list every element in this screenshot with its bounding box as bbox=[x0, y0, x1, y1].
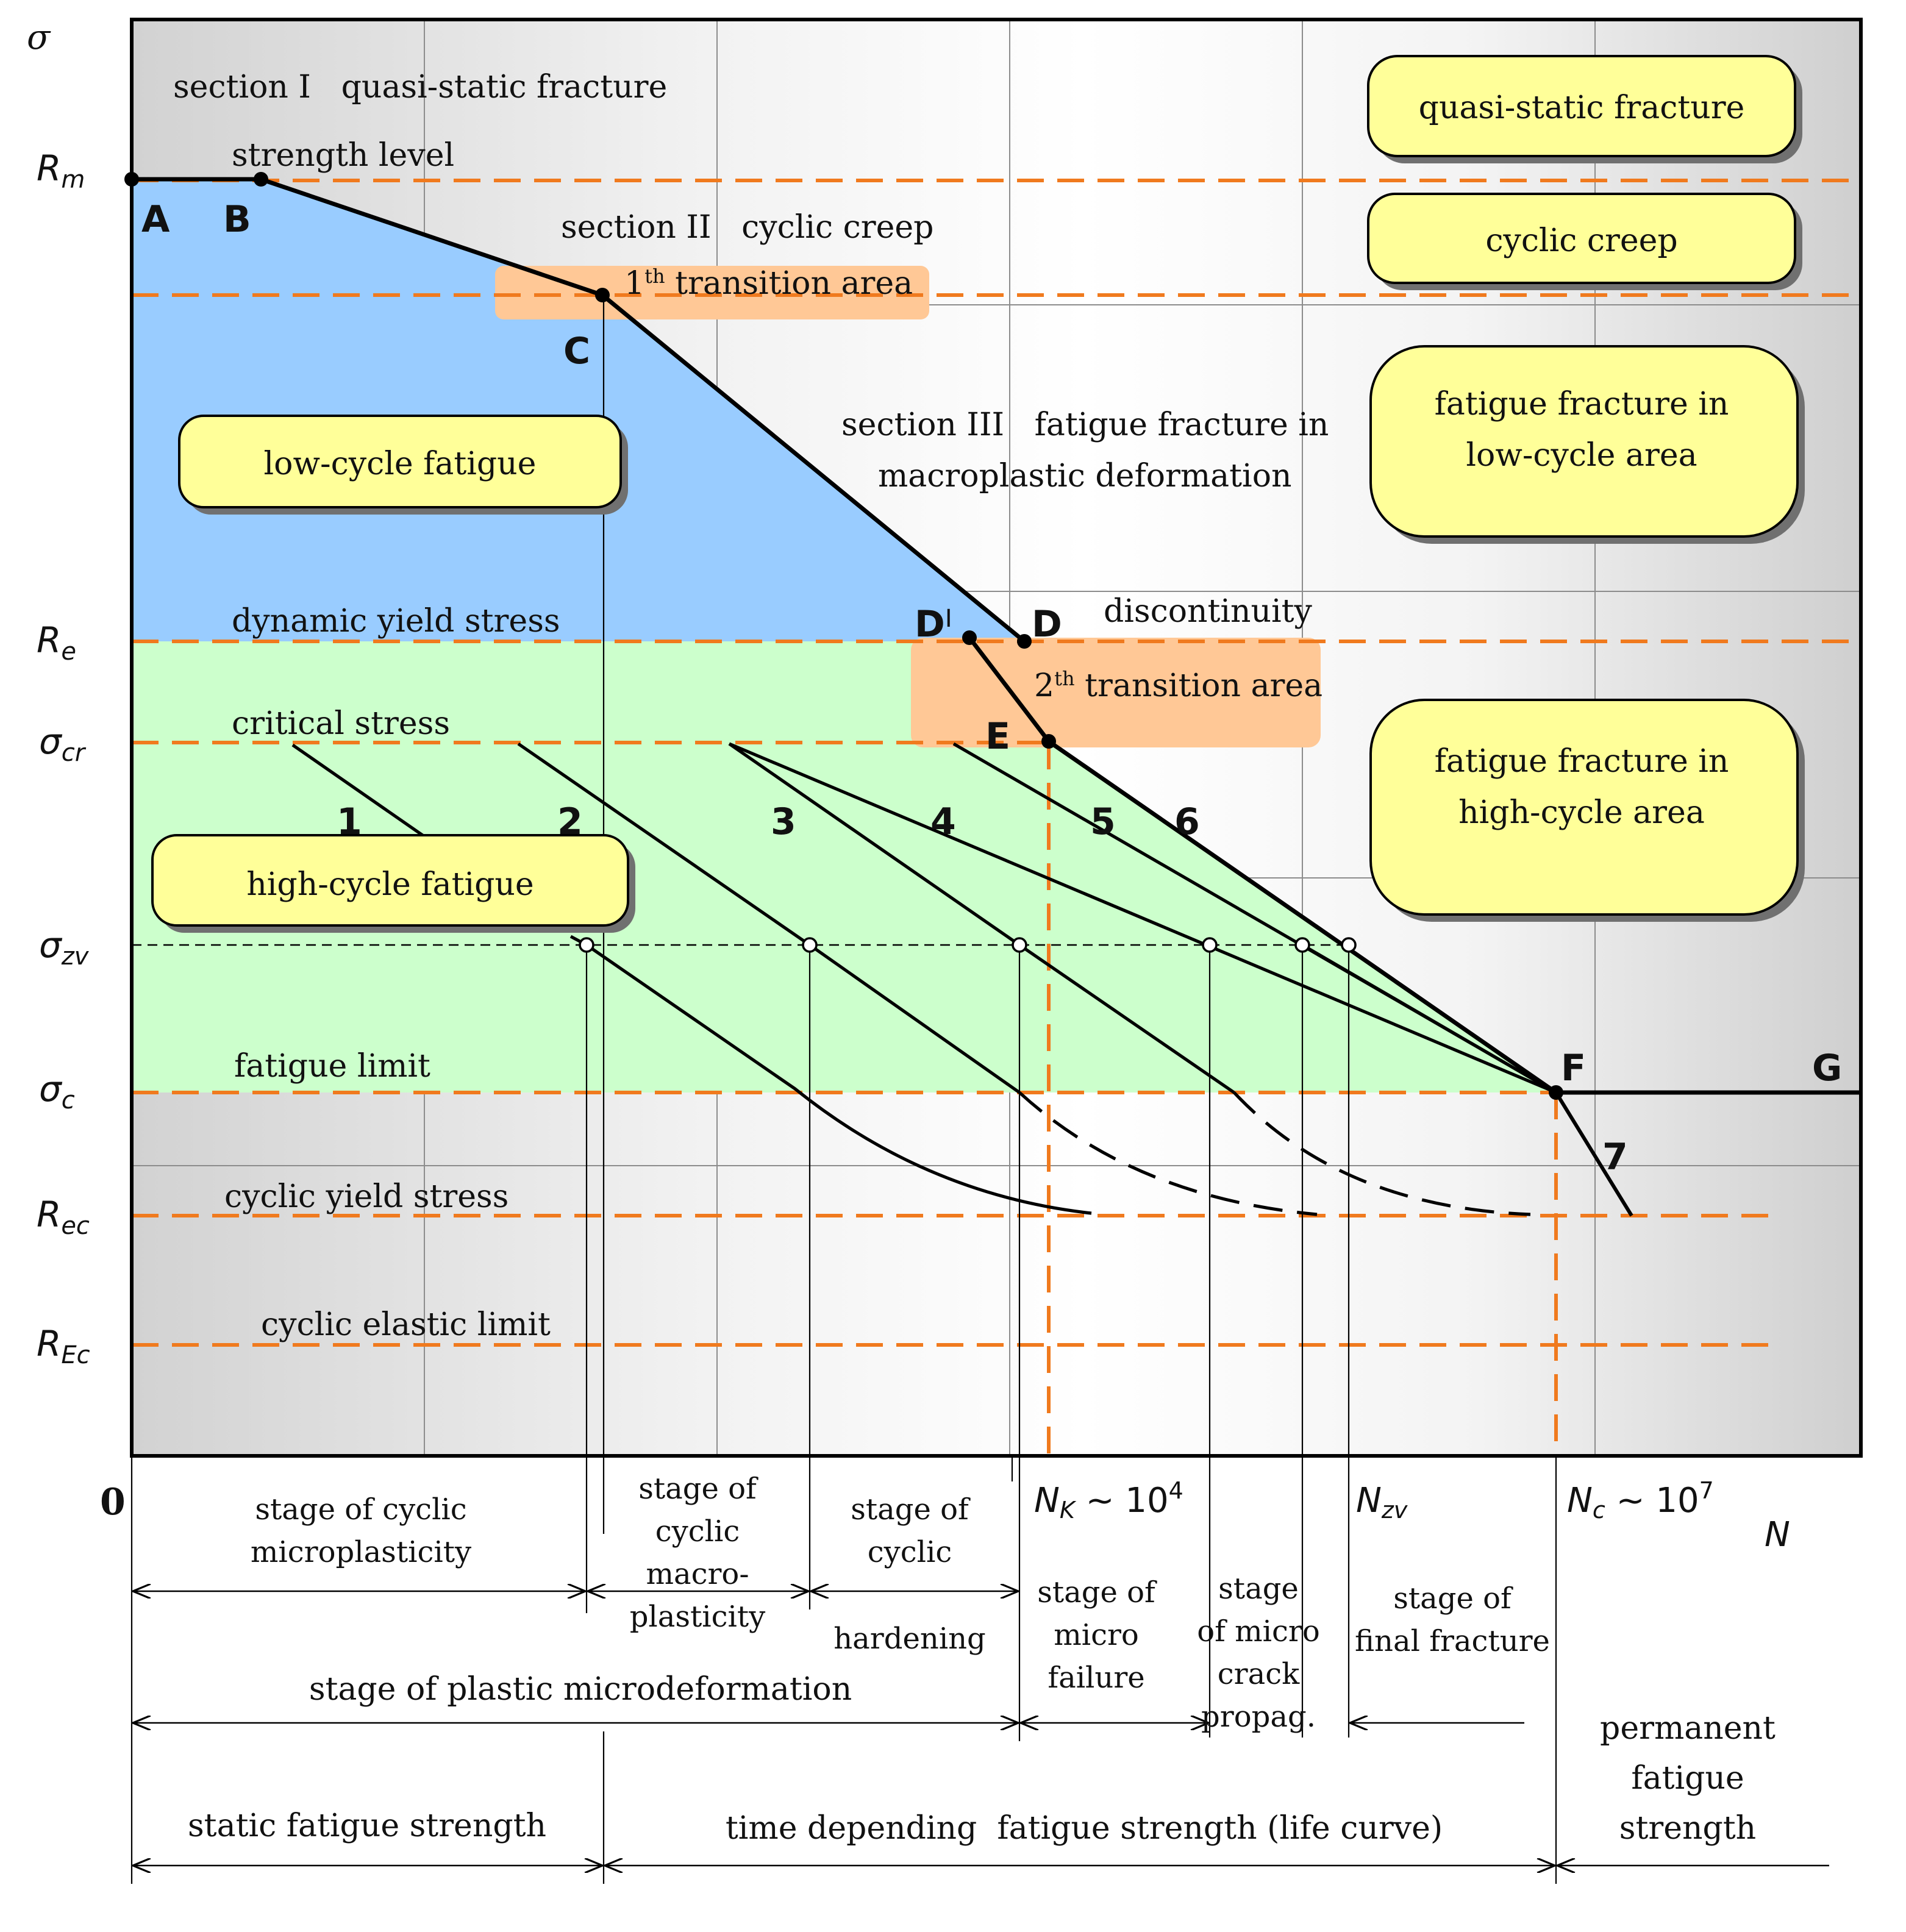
permanent-strength-line1: permanent bbox=[1600, 1710, 1776, 1747]
second-transition-area bbox=[911, 638, 1321, 747]
high-cycle-region bbox=[132, 641, 1556, 1093]
second-transition-label: 2th transition area bbox=[1034, 667, 1322, 704]
point-b-label: B bbox=[223, 198, 251, 241]
fatigue-high-cycle-box-line1: fatigue fracture in bbox=[1435, 743, 1729, 780]
stage-micro-crack-line1: stage bbox=[1218, 1572, 1299, 1606]
fatigue-low-cycle-box-line2: low-cycle area bbox=[1466, 437, 1697, 474]
y-label-rec: Rec bbox=[37, 1194, 90, 1240]
point-f-label: F bbox=[1561, 1047, 1586, 1089]
x-mark-nc: Nc ~ 107 bbox=[1567, 1477, 1714, 1524]
curve-4 bbox=[728, 742, 1557, 1094]
point-d-prime-label: DI bbox=[915, 603, 952, 646]
x-mark-nzv: Nzv bbox=[1356, 1481, 1408, 1524]
fatigue-low-cycle-box-line1: fatigue fracture in bbox=[1435, 386, 1729, 422]
y-label-re: Re bbox=[37, 619, 76, 666]
section-2-label: section II cyclic creep bbox=[561, 209, 933, 246]
x-axis-symbol: N bbox=[1765, 1515, 1790, 1555]
y-label-sigma-cr: σcr bbox=[39, 721, 87, 767]
x-mark-nk: NK ~ 104 bbox=[1034, 1477, 1183, 1524]
curve-1 bbox=[291, 743, 426, 838]
permanent-strength-line3: strength bbox=[1619, 1810, 1756, 1847]
dynamic-yield-stress-label: dynamic yield stress bbox=[232, 603, 560, 640]
stage-hardening-line2: cyclic bbox=[868, 1535, 952, 1569]
stage-macroplasticity-line3: macro- bbox=[646, 1557, 749, 1591]
permanent-strength-line2: fatigue bbox=[1631, 1760, 1744, 1797]
stage-micro-crack-line2: of micro bbox=[1197, 1614, 1320, 1649]
level-lines bbox=[132, 179, 1861, 1456]
stage-macroplasticity-line4: plasticity bbox=[630, 1600, 766, 1634]
curve-number-3: 3 bbox=[771, 800, 796, 843]
strength-level-label: strength level bbox=[232, 137, 454, 174]
stage-hardening-line1: stage of bbox=[851, 1492, 971, 1527]
stage-micro-crack-line3: crack bbox=[1218, 1657, 1300, 1691]
y-label-rEc: REc bbox=[37, 1323, 90, 1369]
point-g-label: G bbox=[1812, 1047, 1842, 1089]
low-cycle-fatigue-box: low-cycle fatigue bbox=[264, 446, 537, 482]
curve-number-6: 6 bbox=[1174, 800, 1200, 843]
stage-final-fracture-line2: final fracture bbox=[1355, 1624, 1550, 1658]
stage-micro-failure-line3: failure bbox=[1048, 1661, 1144, 1695]
stage-final-fracture-line1: stage of bbox=[1393, 1581, 1513, 1616]
y-axis-symbol: σ bbox=[27, 18, 51, 57]
origin-label: 0 bbox=[100, 1481, 126, 1524]
fatigue-limit-label: fatigue limit bbox=[234, 1048, 430, 1085]
stage-micro-failure-line1: stage of bbox=[1037, 1575, 1157, 1609]
y-label-rm: Rm bbox=[37, 148, 85, 194]
discontinuity-label: discontinuity bbox=[1104, 593, 1313, 630]
cyclic-yield-stress-label: cyclic yield stress bbox=[224, 1178, 509, 1215]
quasi-static-fracture-box: quasi-static fracture bbox=[1419, 90, 1745, 126]
stage-cyclic-microplasticity-line1: stage of cyclic bbox=[255, 1492, 466, 1527]
stage-arrows bbox=[133, 1591, 1829, 1866]
cyclic-creep-box: cyclic creep bbox=[1485, 223, 1677, 259]
open-points bbox=[579, 937, 1357, 953]
curve-7 bbox=[1554, 1091, 1633, 1217]
stage-hardening-line3: hardening bbox=[833, 1622, 986, 1656]
plot-frame bbox=[130, 18, 1863, 1458]
stage-macroplasticity-line1: stage of bbox=[638, 1472, 758, 1506]
time-depending-label: time depending fatigue strength (life cu… bbox=[726, 1810, 1443, 1847]
stage-micro-failure-line2: micro bbox=[1054, 1618, 1139, 1652]
stage-cyclic-microplasticity-line2: microplasticity bbox=[251, 1535, 471, 1569]
point-d-label: D bbox=[1032, 603, 1062, 646]
stage-micro-crack-line4: propag. bbox=[1201, 1700, 1316, 1734]
curve-number-5: 5 bbox=[1090, 800, 1116, 843]
fatigue-high-cycle-box-line2: high-cycle area bbox=[1458, 794, 1705, 831]
yellow-boxes bbox=[151, 55, 1805, 933]
sn-curve-lower bbox=[968, 636, 1861, 1095]
section-3-label-line2: macroplastic deformation bbox=[878, 458, 1292, 494]
static-fatigue-strength-label: static fatigue strength bbox=[188, 1808, 546, 1844]
section-1-label: section I quasi-static fracture bbox=[173, 69, 667, 105]
fatigue-curves-dashed bbox=[1018, 1091, 1531, 1216]
curve-number-4: 4 bbox=[930, 800, 956, 843]
critical-stress-label: critical stress bbox=[232, 705, 450, 742]
stage-plastic-microdeformation: stage of plastic microdeformation bbox=[309, 1671, 852, 1708]
point-e-label: E bbox=[985, 715, 1010, 758]
curve-number-2: 2 bbox=[557, 800, 583, 843]
y-label-sigma-zv: σzv bbox=[39, 924, 90, 971]
cyclic-elastic-limit-label: cyclic elastic limit bbox=[261, 1306, 551, 1343]
y-label-sigma-c: σc bbox=[39, 1068, 75, 1114]
y-level-labels: Rm Re σcr σzv σc Rec REc bbox=[37, 148, 90, 1369]
first-transition-label: 1th transition area bbox=[624, 265, 913, 302]
point-c-label: C bbox=[563, 330, 590, 372]
sn-curve-upper bbox=[132, 177, 1026, 643]
curve-base-solid bbox=[569, 935, 1092, 1215]
curve-number-1: 1 bbox=[337, 800, 362, 843]
point-a-label: A bbox=[141, 198, 170, 241]
section-3-label-line1: section III fatigue fracture in bbox=[841, 407, 1329, 443]
curve-number-7: 7 bbox=[1602, 1136, 1628, 1178]
high-cycle-fatigue-box: high-cycle fatigue bbox=[246, 866, 534, 903]
curve-6 bbox=[1301, 943, 1557, 1094]
stage-macroplasticity-line2: cyclic bbox=[655, 1514, 740, 1549]
